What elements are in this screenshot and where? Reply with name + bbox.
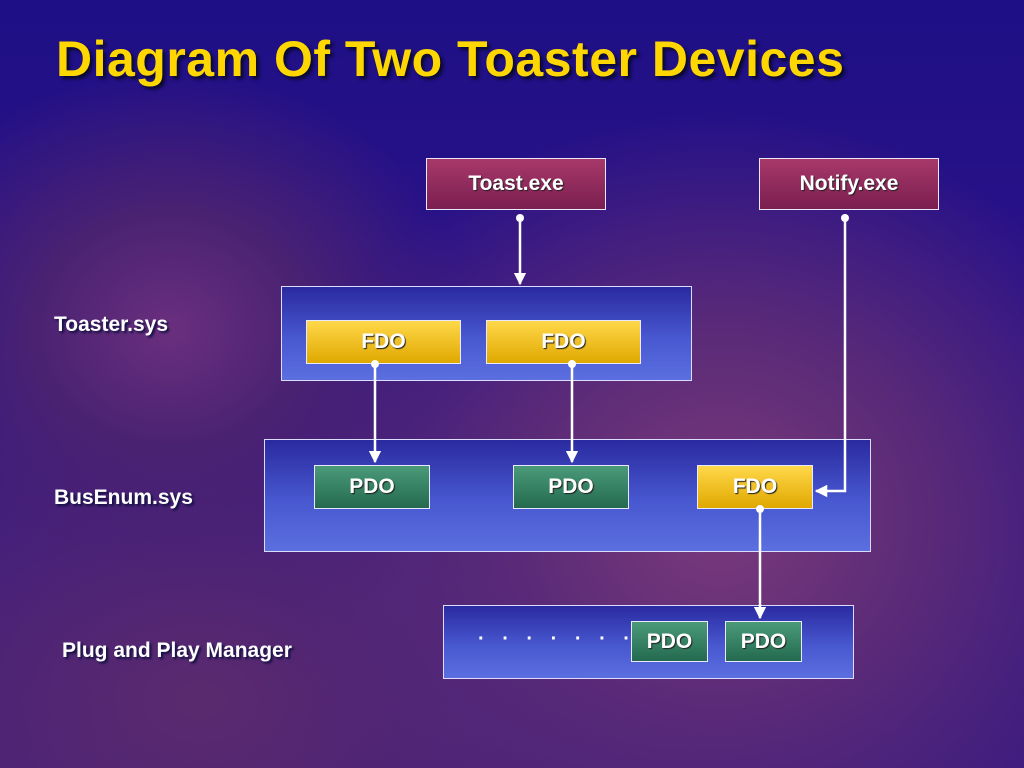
notify-exe-box: Notify.exe bbox=[759, 158, 939, 210]
busenum-sys-label: BusEnum.sys bbox=[54, 486, 193, 509]
arrow-fdo1-to-pdo1 bbox=[368, 360, 382, 464]
toaster-fdo-2: FDO bbox=[486, 320, 641, 364]
pnp-manager-label: Plug and Play Manager bbox=[62, 639, 292, 662]
busenum-fdo: FDO bbox=[697, 465, 813, 509]
pnp-pdo-2: PDO bbox=[725, 621, 802, 662]
arrow-toast-to-toaster bbox=[513, 214, 527, 286]
toaster-fdo-1: FDO bbox=[306, 320, 461, 364]
arrow-notify-to-busenum-fdo bbox=[814, 214, 849, 498]
slide-title: Diagram Of Two Toaster Devices bbox=[56, 31, 845, 87]
busenum-pdo-1: PDO bbox=[314, 465, 430, 509]
toast-exe-box: Toast.exe bbox=[426, 158, 606, 210]
busenum-pdo-2: PDO bbox=[513, 465, 629, 509]
toaster-sys-label: Toaster.sys bbox=[54, 313, 169, 336]
arrow-fdo2-to-pdo2 bbox=[565, 360, 579, 464]
arrow-busenum-fdo-to-pnp-pdo bbox=[753, 505, 767, 620]
pnp-pdo-1: PDO bbox=[631, 621, 708, 662]
